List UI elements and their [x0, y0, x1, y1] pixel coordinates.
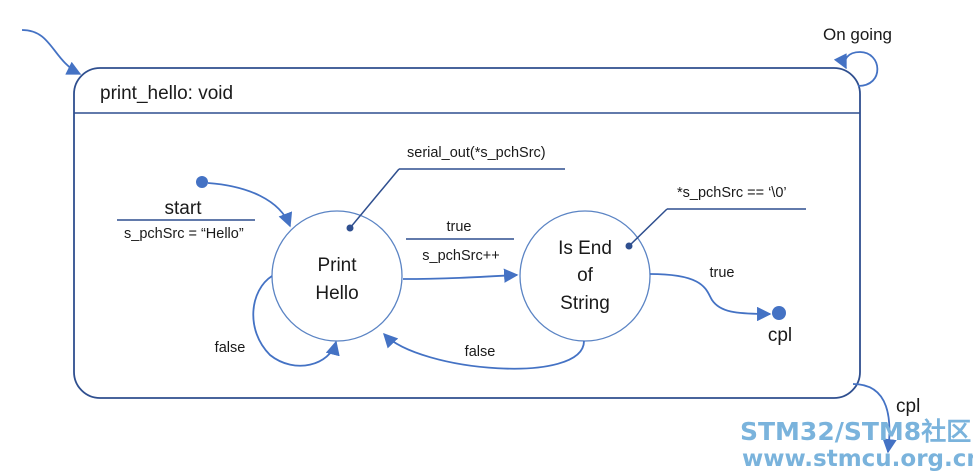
transition-is-end-to-print-guard: false — [465, 344, 496, 360]
initial-label: start — [165, 198, 203, 219]
watermark-line1: STM32/STM8社区 — [740, 417, 971, 446]
print-hello-note-anchor — [346, 224, 354, 232]
initial-action: s_pchSrc = “Hello” — [124, 226, 244, 242]
final-state-dot — [772, 306, 786, 320]
state-is-end-label-line2: of — [577, 265, 594, 286]
is-end-note-anchor — [625, 242, 633, 250]
entry-arrow — [21, 29, 82, 75]
transition-print-self-guard: false — [215, 340, 246, 356]
transition-is-end-to-final — [649, 273, 772, 322]
state-print-hello-label-line1: Print — [317, 255, 357, 276]
state-print-hello-label-line2: Hello — [315, 283, 358, 304]
is-end-note: *s_pchSrc == ‘\0’ — [677, 185, 787, 201]
initial-dot — [196, 176, 208, 188]
state-is-end-label-line3: String — [560, 293, 610, 314]
state-print-hello — [271, 210, 403, 342]
transition-print-to-is-end — [402, 268, 519, 283]
state-is-end-of-string — [519, 210, 651, 342]
is-end-note-connector — [628, 208, 668, 247]
watermark-line2: www.stmcu.org.cn — [742, 446, 973, 472]
state-is-end-label-line1: Is End — [558, 238, 612, 259]
exit-arrow — [852, 383, 897, 454]
composite-state-title: print_hello: void — [100, 83, 233, 104]
transition-is-end-to-print — [383, 332, 585, 370]
transition-is-end-to-final-guard: true — [710, 265, 735, 281]
transition-print-to-is-end-action: s_pchSrc++ — [422, 248, 499, 264]
ongoing-label: On going — [823, 25, 892, 44]
ongoing-loop-arrow — [833, 51, 879, 87]
exit-label: cpl — [896, 396, 920, 417]
transition-print-to-is-end-guard: true — [447, 219, 472, 235]
initial-arrow — [207, 182, 293, 228]
final-state-label: cpl — [768, 325, 792, 346]
transition-print-self-loop — [252, 275, 340, 367]
print-hello-note-connector — [349, 168, 400, 229]
print-hello-note: serial_out(*s_pchSrc) — [407, 145, 546, 161]
composite-state-box — [73, 67, 861, 399]
